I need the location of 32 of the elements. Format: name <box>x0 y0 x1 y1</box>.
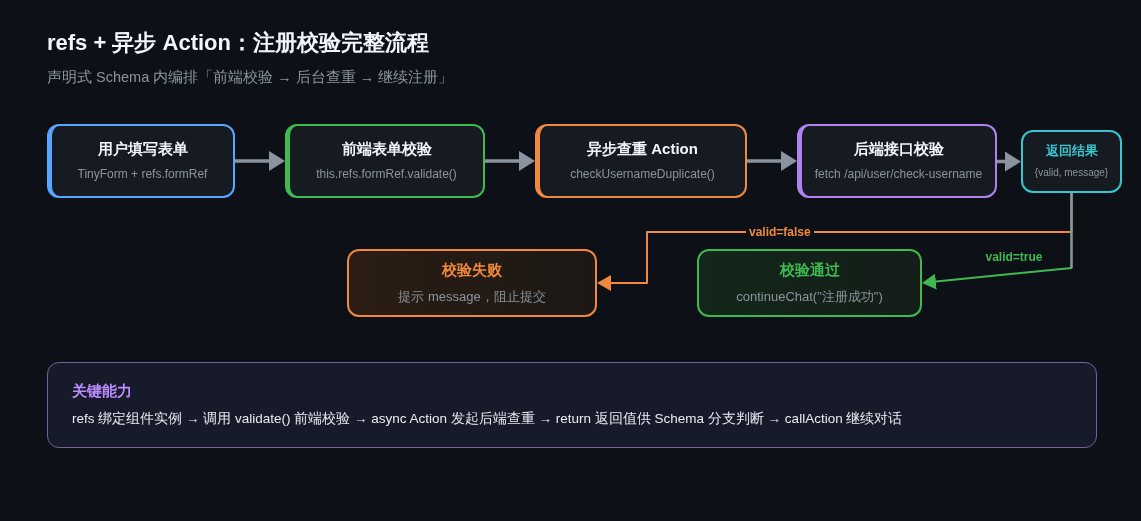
node-title: 前端表单校验 <box>341 139 432 159</box>
node-subtitle: TinyForm + refs.formRef <box>77 167 208 183</box>
node-title: 返回结果 <box>1045 143 1098 160</box>
edge-label: valid=false <box>746 225 814 239</box>
node-title: 校验失败 <box>442 261 502 280</box>
node-subtitle: {valid, message} <box>1034 167 1109 180</box>
panel-heading: 关键能力 <box>72 381 132 401</box>
process-box <box>535 124 747 198</box>
info-panel <box>47 362 1097 448</box>
node-subtitle: checkUsernameDuplicate() <box>570 167 715 183</box>
node-title: 用户填写表单 <box>97 139 188 159</box>
arrow <box>485 151 535 171</box>
process-box <box>797 124 997 198</box>
process-box <box>47 124 235 198</box>
panel-body: refs 绑定组件实例 → 调用 validate() 前端校验 → async Action 发起后端查重 → return 返回值供 Schema 分支判断 → callAction 继续对话 <box>72 411 903 429</box>
diagram-title: refs + 异步 Action：注册校验完整流程 <box>47 29 429 57</box>
node-subtitle: continueChat("注册成功") <box>736 288 883 305</box>
node-subtitle: fetch /api/user/check-username <box>814 167 983 183</box>
connector-line <box>1070 193 1073 268</box>
success-box <box>697 249 922 317</box>
arrow <box>747 151 797 171</box>
failure-box <box>347 249 597 317</box>
node-subtitle: 提示 message，阻止提交 <box>398 288 546 305</box>
arrow <box>235 151 285 171</box>
node-title: 后端接口校验 <box>853 139 944 159</box>
node-title: 校验通过 <box>779 261 840 280</box>
node-subtitle: this.refs.formRef.validate() <box>316 167 457 183</box>
result-box <box>1021 130 1122 193</box>
process-box <box>285 124 485 198</box>
diagram-subtitle: 声明式 Schema 内编排「前端校验 → 后台查重 → 继续注册」 <box>47 68 454 87</box>
node-title: 异步查重 Action <box>587 139 698 159</box>
arrow <box>997 151 1021 172</box>
